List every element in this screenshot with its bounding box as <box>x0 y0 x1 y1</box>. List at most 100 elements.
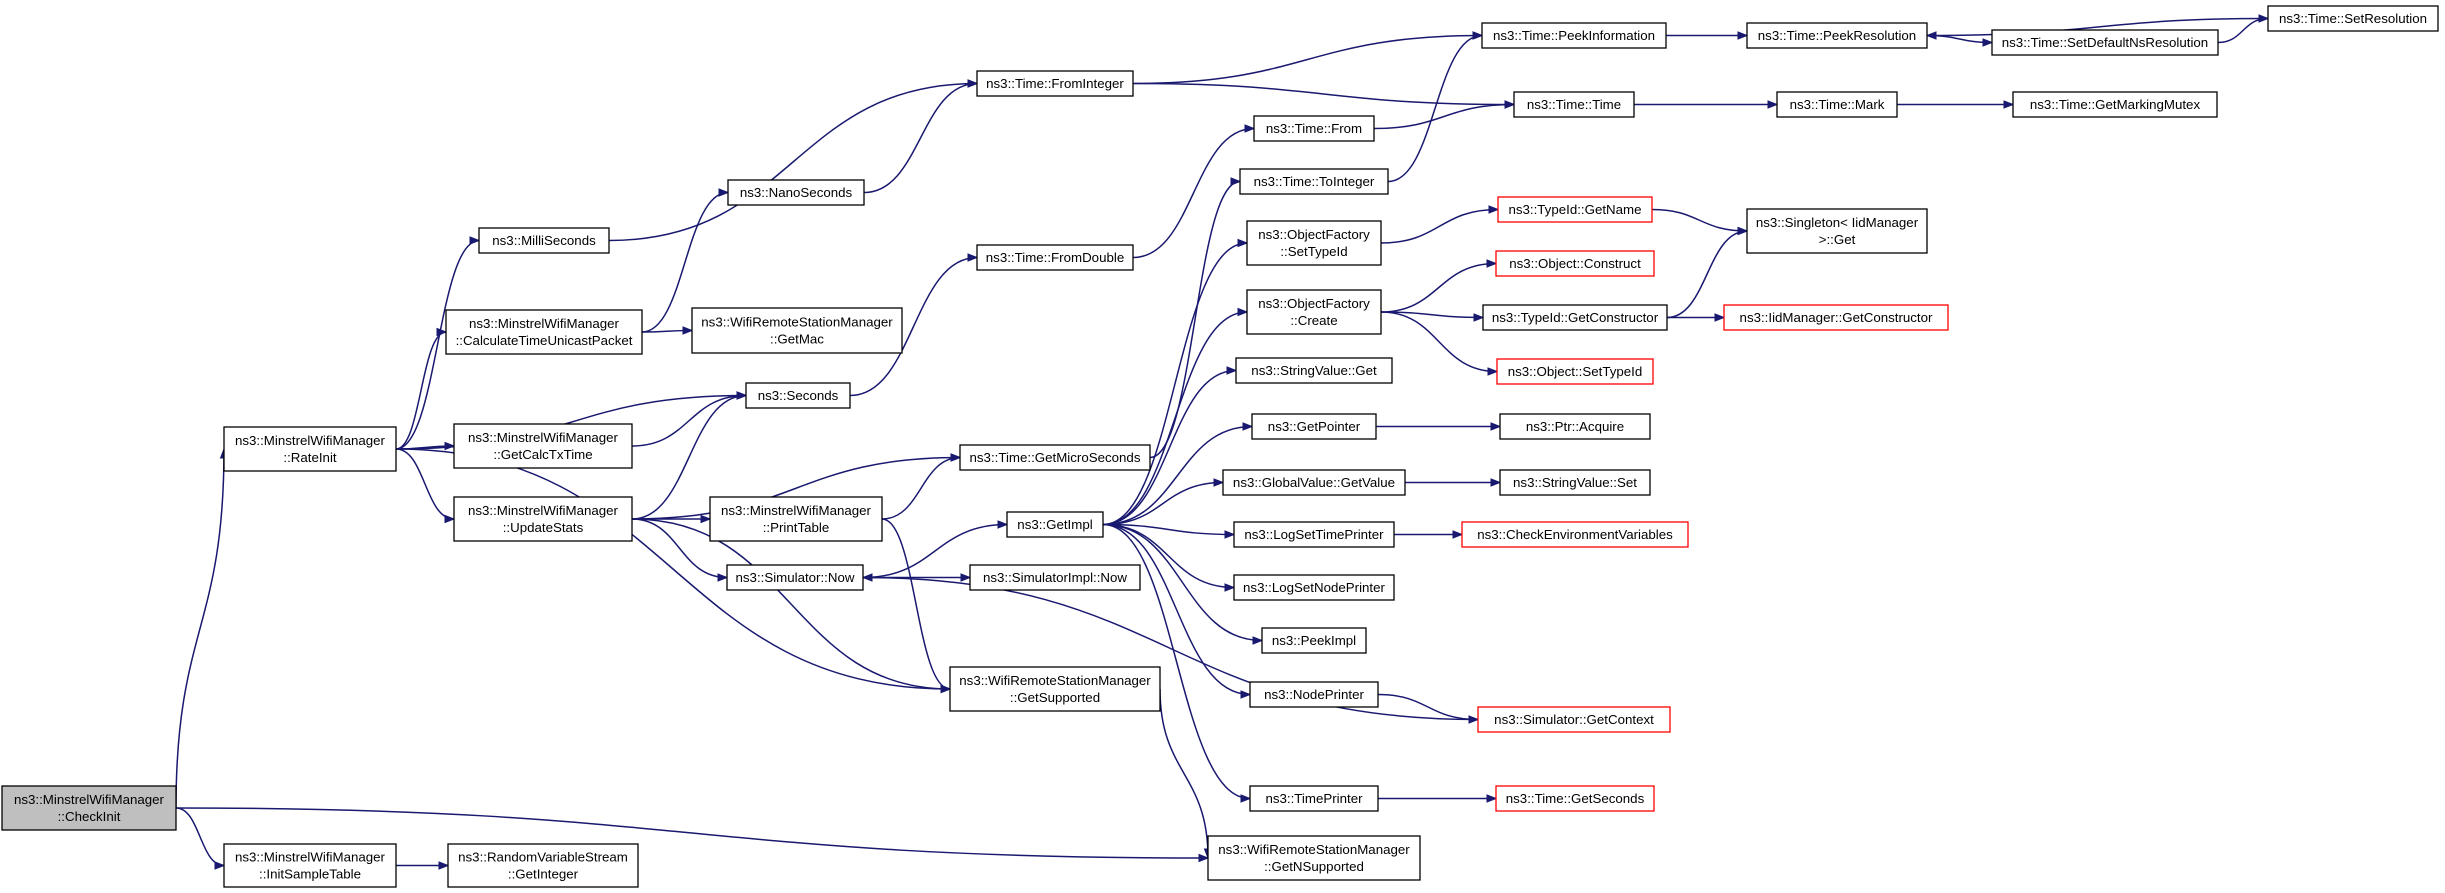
node-box-updatestats <box>453 496 633 542</box>
edge-seconds-to-time_fromdouble <box>849 256 978 397</box>
node-timeprinter[interactable]: ns3::TimePrinter <box>1249 785 1379 812</box>
node-time_getseconds[interactable]: ns3::Time::GetSeconds <box>1495 785 1655 812</box>
arrowhead-getimpl <box>997 520 1009 529</box>
node-stringvalue_get[interactable]: ns3::StringValue::Get <box>1235 357 1393 384</box>
node-time_tointeger[interactable]: ns3::Time::ToInteger <box>1239 168 1389 195</box>
node-box-time_peekresolution <box>1746 22 1928 49</box>
arrowhead-updatestats <box>444 514 456 524</box>
edge-getsupported-to-getnsupported <box>1159 688 1209 859</box>
node-box-globalvalue_getvalue <box>1222 469 1406 496</box>
node-time_getmarkingmutex[interactable]: ns3::Time::GetMarkingMutex <box>2012 91 2218 118</box>
edge-printtable-to-time_getmicroseconds <box>881 456 961 520</box>
node-printtable[interactable]: ns3::MinstrelWifiManager::PrintTable <box>709 496 883 542</box>
node-time_fromdouble[interactable]: ns3::Time::FromDouble <box>976 244 1134 271</box>
node-box-time_getseconds <box>1495 785 1655 812</box>
node-label-time_from: ns3::Time::From <box>1266 121 1362 136</box>
node-globalvalue_getvalue[interactable]: ns3::GlobalValue::GetValue <box>1222 469 1406 496</box>
node-label-objectfactory_settypeid: ns3::ObjectFactory <box>1258 227 1370 242</box>
node-objectfactory_create[interactable]: ns3::ObjectFactory::Create <box>1246 289 1382 335</box>
node-label-time_peekresolution: ns3::Time::PeekResolution <box>1758 28 1916 43</box>
node-label-getsupported: ns3::WifiRemoteStationManager <box>959 673 1151 688</box>
node-simulatorimpl_now[interactable]: ns3::SimulatorImpl::Now <box>969 564 1141 591</box>
arrowhead-millisecons <box>469 236 481 245</box>
arrowhead-calculatetimeunicastpacket <box>436 327 448 337</box>
node-simulator_getcontext[interactable]: ns3::Simulator::GetContext <box>1477 706 1671 733</box>
node-simulator_now[interactable]: ns3::Simulator::Now <box>726 564 864 591</box>
arrowhead-typeid_getconstructor <box>1473 313 1485 322</box>
node-getcalctxtime[interactable]: ns3::MinstrelWifiManager::GetCalcTxTime <box>453 423 633 469</box>
edge-updatestats-to-getsupported <box>631 518 951 690</box>
node-time_frominteger[interactable]: ns3::Time::FromInteger <box>976 70 1134 97</box>
node-time_peekresolution[interactable]: ns3::Time::PeekResolution <box>1746 22 1928 49</box>
node-seconds[interactable]: ns3::Seconds <box>745 382 851 409</box>
node-randomvariablestream_getinteger[interactable]: ns3::RandomVariableStream::GetInteger <box>447 843 639 888</box>
node-updatestats[interactable]: ns3::MinstrelWifiManager::UpdateStats <box>453 496 633 542</box>
node-getsupported[interactable]: ns3::WifiRemoteStationManager::GetSuppor… <box>949 666 1161 712</box>
arrowhead-stringvalue_set <box>1490 478 1502 487</box>
node-getnsupported[interactable]: ns3::WifiRemoteStationManager::GetNSuppo… <box>1207 835 1421 881</box>
arrowhead-time_fromdouble <box>967 253 979 262</box>
node-objectfactory_settypeid[interactable]: ns3::ObjectFactory::SetTypeId <box>1246 220 1382 266</box>
arrowhead-seconds <box>736 391 748 400</box>
node-time_from[interactable]: ns3::Time::From <box>1253 115 1375 142</box>
node-iidmanager_getconstructor[interactable]: ns3::IidManager::GetConstructor <box>1723 304 1949 331</box>
node-logsettimeprinter[interactable]: ns3::LogSetTimePrinter <box>1233 521 1395 548</box>
edge-getimpl-to-peekimpl <box>1102 523 1263 642</box>
node-time_setdefaultnsresolution[interactable]: ns3::Time::SetDefaultNsResolution <box>1991 29 2219 56</box>
node-label-ptr_acquire: ns3::Ptr::Acquire <box>1526 419 1624 434</box>
node-time_time[interactable]: ns3::Time::Time <box>1513 91 1635 118</box>
node-box-time_setdefaultnsresolution <box>1991 29 2219 56</box>
node-checkinit[interactable]: ns3::MinstrelWifiManager::CheckInit <box>1 785 177 831</box>
node-nanoseconds[interactable]: ns3::NanoSeconds <box>727 179 865 206</box>
edge-time_frominteger-to-time_peekinformation <box>1132 34 1483 85</box>
node-stringvalue_set[interactable]: ns3::StringValue::Set <box>1499 469 1651 496</box>
node-time_getmicroseconds[interactable]: ns3::Time::GetMicroSeconds <box>959 444 1151 471</box>
node-getimpl[interactable]: ns3::GetImpl <box>1006 511 1104 538</box>
node-label-time_tointeger: ns3::Time::ToInteger <box>1254 174 1375 189</box>
edge-objectfactory_create-to-object_construct <box>1380 262 1497 313</box>
arrowhead-simulatorimpl_now <box>960 573 972 582</box>
node-logsetnodeprinter[interactable]: ns3::LogSetNodePrinter <box>1233 574 1395 601</box>
arrowhead-singleton_get <box>1737 226 1749 236</box>
node-box-time_mark <box>1776 91 1898 118</box>
node-typeid_getconstructor[interactable]: ns3::TypeId::GetConstructor <box>1482 304 1668 331</box>
node-checkenvironmentvariables[interactable]: ns3::CheckEnvironmentVariables <box>1461 521 1689 548</box>
edge-time_fromdouble-to-time_from <box>1132 127 1255 259</box>
edge-nodeprinter-to-simulator_getcontext <box>1377 693 1479 721</box>
node-box-simulator_getcontext <box>1477 706 1671 733</box>
edge-time_from-to-time_time <box>1373 103 1515 130</box>
node-label-getimpl: ns3::GetImpl <box>1017 517 1092 532</box>
node-ptr_acquire[interactable]: ns3::Ptr::Acquire <box>1499 413 1651 440</box>
node-object_settypeid[interactable]: ns3::Object::SetTypeId <box>1496 358 1654 385</box>
arrowhead-getnsupported <box>1198 853 1210 863</box>
node-peekimpl[interactable]: ns3::PeekImpl <box>1261 627 1367 654</box>
node-label-timeprinter: ns3::TimePrinter <box>1265 791 1363 806</box>
node-label-updatestats: ::UpdateStats <box>503 520 584 535</box>
node-singleton_get[interactable]: ns3::Singleton< IidManager>::Get <box>1746 208 1928 254</box>
node-calculatetimeunicastpacket[interactable]: ns3::MinstrelWifiManager::CalculateTimeU… <box>445 309 643 355</box>
node-rateinit[interactable]: ns3::MinstrelWifiManager::RateInit <box>223 426 397 472</box>
node-wifiremote_getmac[interactable]: ns3::WifiRemoteStationManager::GetMac <box>691 307 903 354</box>
node-getpointer[interactable]: ns3::GetPointer <box>1251 413 1377 440</box>
edge-time_peekresolution-to-time_setdefaultnsresolution <box>1926 34 1993 44</box>
arrowhead-initsampletable <box>214 861 226 870</box>
node-time_setresolution[interactable]: ns3::Time::SetResolution <box>2267 5 2439 32</box>
arrowhead-wifiremote_getmac <box>682 326 694 335</box>
node-time_mark[interactable]: ns3::Time::Mark <box>1776 91 1898 118</box>
node-nodeprinter[interactable]: ns3::NodePrinter <box>1249 681 1379 708</box>
node-object_construct[interactable]: ns3::Object::Construct <box>1495 250 1655 277</box>
edge-updatestats-to-time_getmicroseconds <box>631 456 961 520</box>
node-millisecons[interactable]: ns3::MilliSeconds <box>478 227 610 254</box>
node-box-time_setresolution <box>2267 5 2439 32</box>
node-label-seconds: ns3::Seconds <box>758 388 839 403</box>
node-initsampletable[interactable]: ns3::MinstrelWifiManager::InitSampleTabl… <box>223 843 397 888</box>
node-time_peekinformation[interactable]: ns3::Time::PeekInformation <box>1481 22 1667 49</box>
arrowhead-time_mark <box>1767 100 1779 109</box>
node-label-globalvalue_getvalue: ns3::GlobalValue::GetValue <box>1233 475 1395 490</box>
arrowhead-object_settypeid <box>1487 367 1499 376</box>
edge-time_setdefaultnsresolution-to-time_setresolution <box>2217 17 2269 44</box>
arrowhead-time_getmarkingmutex <box>2003 100 2015 109</box>
node-typeid_getname[interactable]: ns3::TypeId::GetName <box>1497 196 1653 223</box>
edge-simulator_now-to-getimpl <box>862 523 1008 579</box>
edge-printtable-to-getsupported <box>881 518 951 690</box>
